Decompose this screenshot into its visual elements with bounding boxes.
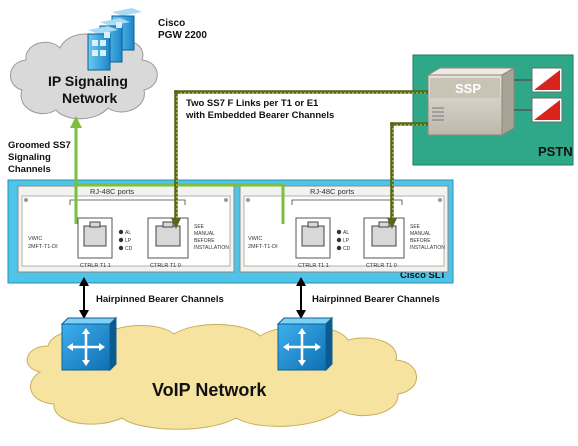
card2-model-line1: VWIC: [248, 236, 262, 242]
router-icon-left: [60, 316, 118, 372]
card1-port-left: CTRLR T1 1: [80, 263, 111, 269]
ss7-links-line1: Two SS7 F Links per T1 or E1: [186, 98, 319, 109]
card2-port-right: CTRLR T1 0: [366, 263, 397, 269]
card1-model-line1: VWIC: [28, 236, 42, 242]
card2-note-line4: INSTALLATION: [410, 245, 445, 251]
card2-model-line2: 2MFT-T1-DI: [248, 244, 278, 250]
groomed-line1: Groomed SS7: [8, 140, 71, 151]
card2-note-line2: MANUAL: [410, 231, 431, 237]
ss7-arrow-left: [171, 218, 181, 229]
vwic-card-1: RJ-48C ports VWIC 2MFT-T1-DI CTRLR T1 1 …: [17, 185, 235, 273]
pstn-label: PSTN: [538, 144, 573, 159]
card2-led-al: AL: [343, 230, 349, 236]
ip-cloud-line1: IP Signaling: [48, 73, 128, 89]
card2-port-left: CTRLR T1 1: [298, 263, 329, 269]
card2-led-cd: CD: [343, 246, 351, 252]
groomed-line2: Signaling: [8, 152, 51, 163]
voip-label: VoIP Network: [152, 380, 267, 400]
ssp-switch: SSP: [426, 67, 516, 136]
hairpin-arrow-right: [296, 277, 306, 319]
hairpin-arrow-left: [79, 277, 89, 319]
ss7-links-line2: with Embedded Bearer Channels: [185, 110, 334, 121]
pstn-phone-icon-bottom: [531, 97, 563, 123]
groomed-line3: Channels: [8, 164, 51, 175]
card1-led-cd: CD: [125, 246, 133, 252]
pstn-phone-icon-top: [531, 67, 563, 93]
card1-model-line2: 2MFT-T1-DI: [28, 244, 58, 250]
hairpin-left-label: Hairpinned Bearer Channels: [96, 294, 224, 305]
card2-led-lp: LP: [343, 238, 350, 244]
card1-port-right: CTRLR T1 0: [150, 263, 181, 269]
pgw-line1: Cisco: [158, 18, 185, 29]
card1-rj-label: RJ-48C ports: [90, 187, 134, 196]
card1-note-line4: INSTALLATION: [194, 245, 229, 251]
groomed-signaling-lines: [70, 116, 285, 224]
hairpin-right-label: Hairpinned Bearer Channels: [312, 294, 440, 305]
ssp-label: SSP: [455, 81, 481, 96]
ip-cloud-line2: Network: [62, 90, 117, 106]
card1-note-line2: MANUAL: [194, 231, 215, 237]
card2-rj-label: RJ-48C ports: [310, 187, 354, 196]
router-icon-right: [276, 316, 334, 372]
card1-note-line1: SEE: [194, 224, 205, 230]
vwic-card-2: RJ-48C ports VWIC 2MFT-T1-DI CTRLR T1 1 …: [239, 185, 449, 273]
slt-label: Cisco SLT: [400, 270, 446, 281]
card1-led-al: AL: [125, 230, 131, 236]
ip-signaling-cloud: IP Signaling Network: [10, 33, 158, 120]
pgw-server-icon: [87, 8, 142, 71]
card1-led-lp: LP: [125, 238, 132, 244]
pgw-line2: PGW 2200: [158, 30, 207, 41]
card2-note-line1: SEE: [410, 224, 421, 230]
card2-note-line3: BEFORE: [410, 238, 431, 244]
ss7-arrow-right: [387, 218, 397, 229]
card1-note-line3: BEFORE: [194, 238, 215, 244]
